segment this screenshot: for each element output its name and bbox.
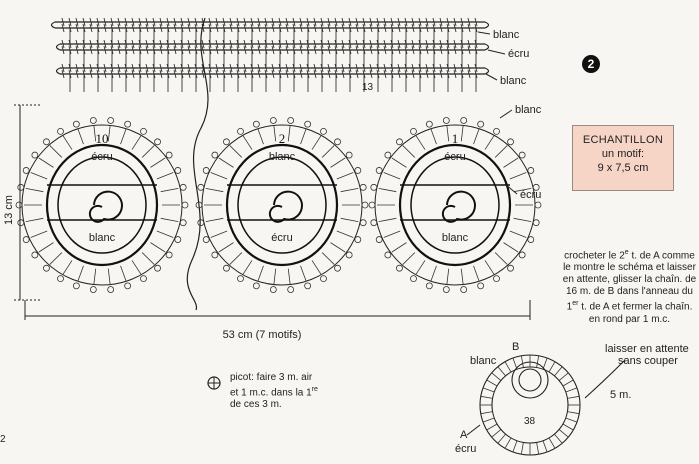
motif-bottom-label: blanc <box>89 232 116 244</box>
motif-number: 1 <box>452 131 459 146</box>
height-dimension <box>14 104 40 301</box>
detail-note-2: sans couper <box>618 355 678 367</box>
detail-label-b: B <box>512 341 519 353</box>
motif-bottom-label: blanc <box>442 232 469 244</box>
detail-count: 38 <box>524 416 536 427</box>
row-count: 13 <box>362 82 374 93</box>
motif-number: 10 <box>96 131 109 146</box>
motif-2: 2 blanc écru <box>195 117 369 293</box>
motif-top-label: écru <box>91 151 112 163</box>
motif-top-label: blanc <box>269 151 296 163</box>
step-badge: 2 <box>582 55 600 73</box>
detail-chain-label: 5 m. <box>610 389 631 401</box>
sample-box: ECHANTILLON un motif: 9 x 7,5 cm <box>572 125 674 191</box>
motif-1: 10 écru blanc <box>15 117 189 293</box>
cut-line <box>186 17 209 311</box>
border-stitches <box>61 17 478 92</box>
sample-line-1: un motif: <box>601 148 645 160</box>
sample-line-2: 9 x 7,5 cm <box>597 162 649 174</box>
motif-top-label: écru <box>444 151 465 163</box>
picot-note: picot: faire 3 m. air et 1 m.c. dans la … <box>230 372 318 411</box>
height-label: 13 cm <box>3 195 15 225</box>
label-pointers <box>477 31 518 195</box>
border-strip <box>50 21 490 75</box>
motif-number: 2 <box>279 131 286 146</box>
border-label-blanc-3: blanc <box>515 104 542 116</box>
detail-note-1: laisser en attente <box>605 343 689 355</box>
detail-label-a: A <box>460 429 468 441</box>
detail-label-blanc: blanc <box>470 355 497 367</box>
border-label-ecru-2: écru <box>520 189 541 201</box>
detail-stitches <box>480 355 580 455</box>
picot-icon <box>207 376 221 390</box>
detail-label-ecru: écru <box>455 443 476 455</box>
page-number: 2 <box>0 434 6 445</box>
instructions: crocheter le 2e t. de A comme le montre … <box>562 249 697 325</box>
border-label-blanc-1: blanc <box>493 29 520 41</box>
width-label: 53 cm (7 motifs) <box>223 329 302 341</box>
motifs: 10 écru blanc 2 blanc écru 1 écru blanc <box>15 117 542 293</box>
width-dimension <box>24 300 531 320</box>
sample-title: ECHANTILLON <box>582 134 664 146</box>
border-label-ecru-1: écru <box>508 48 529 60</box>
motif-bottom-label: écru <box>271 232 292 244</box>
border-label-blanc-2: blanc <box>500 75 527 87</box>
motif-3: 1 écru blanc <box>368 117 542 293</box>
